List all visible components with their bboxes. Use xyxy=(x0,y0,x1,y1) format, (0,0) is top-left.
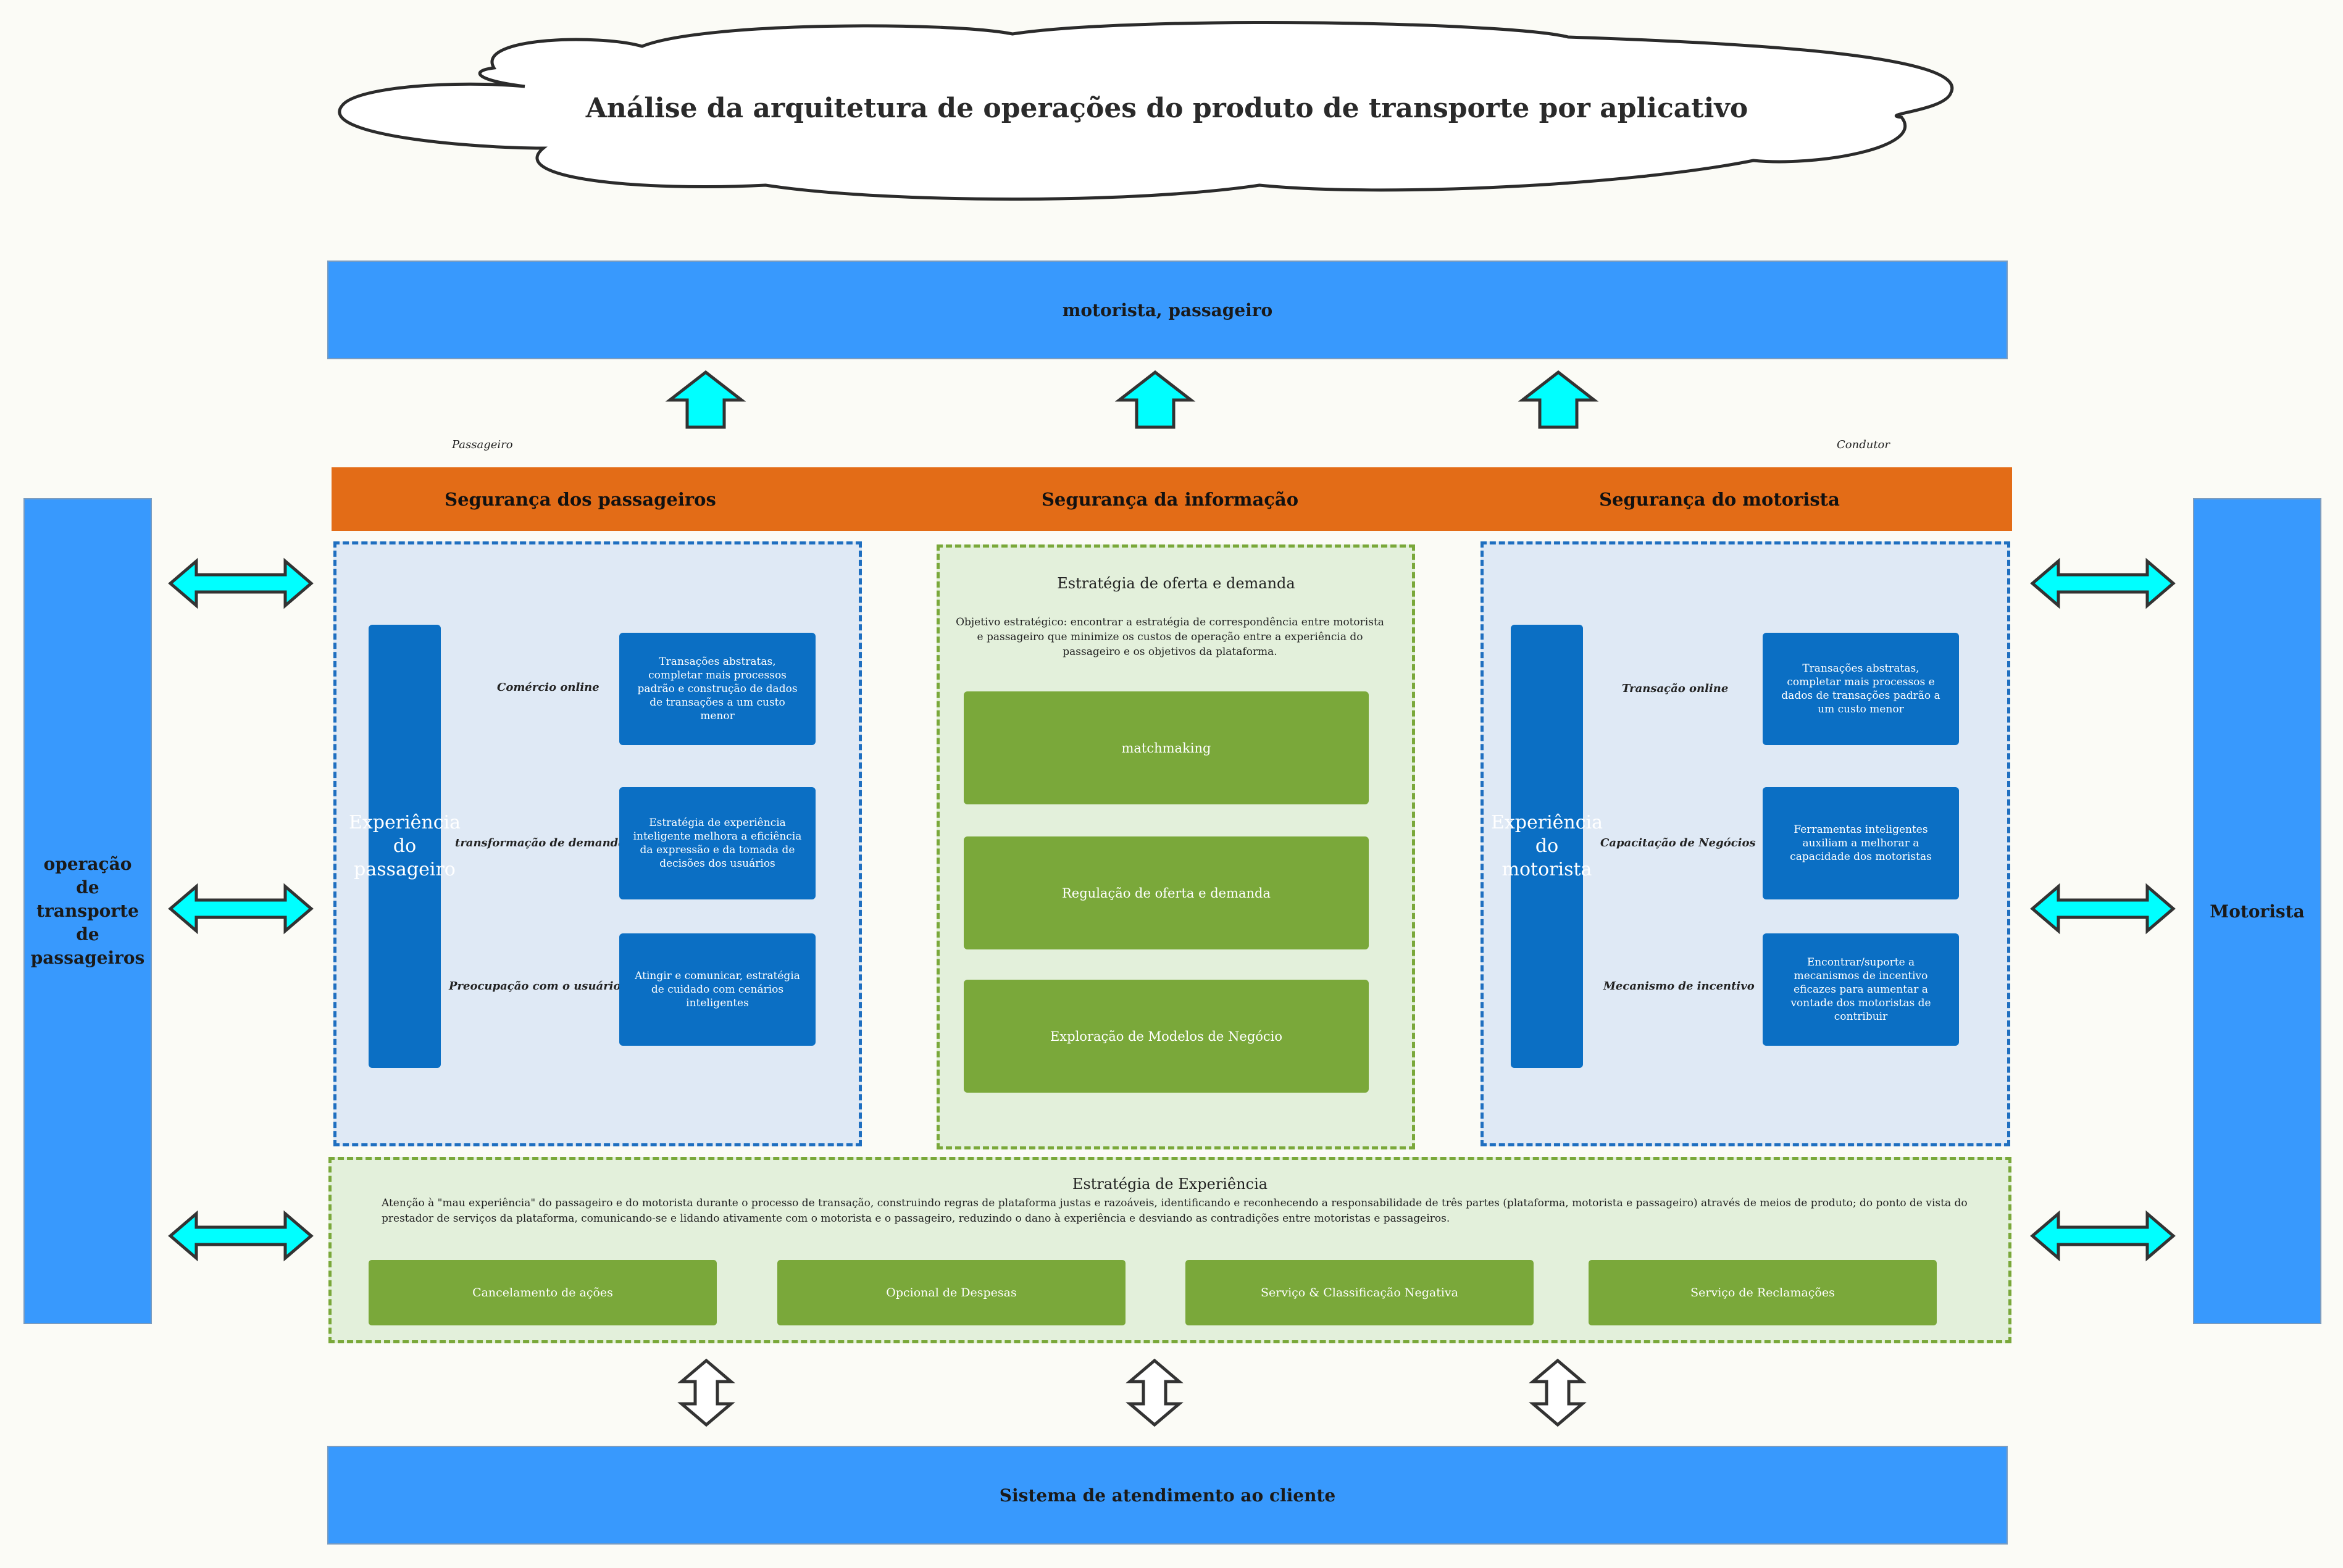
double-arrow-right-3 xyxy=(2030,1210,2176,1262)
up-arrow-left xyxy=(665,370,746,429)
passenger-label-care: Preocupação com o usuário xyxy=(449,980,621,993)
security-information: Segurança da informação xyxy=(1041,488,1299,510)
experience-item-complaints: Serviço de Reclamações xyxy=(1589,1260,1937,1325)
supply-item-matchmaking: matchmaking xyxy=(964,691,1369,804)
double-arrow-left-3 xyxy=(168,1210,314,1262)
experience-text: Atenção à "mau experiência" do passageir… xyxy=(382,1197,1968,1225)
driver-label-online: Transação online xyxy=(1622,682,1729,695)
tag-passageiro: Passageiro xyxy=(452,438,513,451)
updown-arrow-center xyxy=(1126,1358,1184,1427)
passenger-label-online: Comércio online xyxy=(497,681,599,694)
supply-item-regulation: Regulação de oferta e demanda xyxy=(964,836,1369,949)
updown-arrow-left xyxy=(677,1358,735,1427)
left-side-operation: operação de transporte de passageiros xyxy=(23,498,152,1324)
passenger-box-online: Transações abstratas, completar mais pro… xyxy=(619,633,816,745)
up-arrow-right xyxy=(1518,370,1599,429)
double-arrow-left-1 xyxy=(168,557,314,609)
title-cloud xyxy=(338,21,1954,201)
passenger-box-demand: Estratégia de experiência inteligente me… xyxy=(619,787,816,899)
experience-title: Estratégia de Experiência xyxy=(1072,1175,1268,1193)
double-arrow-left-2 xyxy=(168,883,314,935)
passenger-label-demand: transformação de demanda xyxy=(455,836,625,849)
experience-item-cancel: Cancelamento de ações xyxy=(369,1260,717,1325)
updown-arrow-right xyxy=(1529,1358,1587,1427)
supply-item-business-models: Exploração de Modelos de Negócio xyxy=(964,980,1369,1093)
security-bar xyxy=(332,467,2012,531)
experience-item-rating: Serviço & Classificação Negativa xyxy=(1185,1260,1534,1325)
up-arrow-center xyxy=(1114,370,1196,429)
right-side-driver: Motorista xyxy=(2193,498,2321,1324)
bottom-bar-customer-service: Sistema de atendimento ao cliente xyxy=(327,1446,2008,1545)
driver-experience-vertical: Experiência do motorista xyxy=(1491,625,1603,1068)
experience-item-fees: Opcional de Despesas xyxy=(777,1260,1126,1325)
tag-condutor: Condutor xyxy=(1837,438,1890,451)
top-bar-actors: motorista, passageiro xyxy=(327,261,2008,359)
supply-demand-objective: Objetivo estratégico: encontrar a estrat… xyxy=(956,616,1384,658)
passenger-experience-vertical: Experiência do passageiro xyxy=(349,625,461,1068)
driver-label-business: Capacitação de Negócios xyxy=(1600,836,1756,849)
driver-box-incentive: Encontrar/suporte a mecanismos de incent… xyxy=(1763,933,1959,1046)
supply-demand-title: Estratégia de oferta e demanda xyxy=(1057,575,1295,592)
driver-box-online: Transações abstratas, completar mais pro… xyxy=(1763,633,1959,745)
passenger-box-care: Atingir e comunicar, estratégia de cuida… xyxy=(619,933,816,1046)
driver-box-business: Ferramentas inteligentes auxiliam a melh… xyxy=(1763,787,1959,899)
driver-label-incentive: Mecanismo de incentivo xyxy=(1603,980,1755,993)
security-driver: Segurança do motorista xyxy=(1599,488,1840,510)
double-arrow-right-1 xyxy=(2030,557,2176,609)
double-arrow-right-2 xyxy=(2030,883,2176,935)
page-title: Análise da arquitetura de operações do p… xyxy=(585,92,1748,124)
security-passengers: Segurança dos passageiros xyxy=(445,488,716,510)
